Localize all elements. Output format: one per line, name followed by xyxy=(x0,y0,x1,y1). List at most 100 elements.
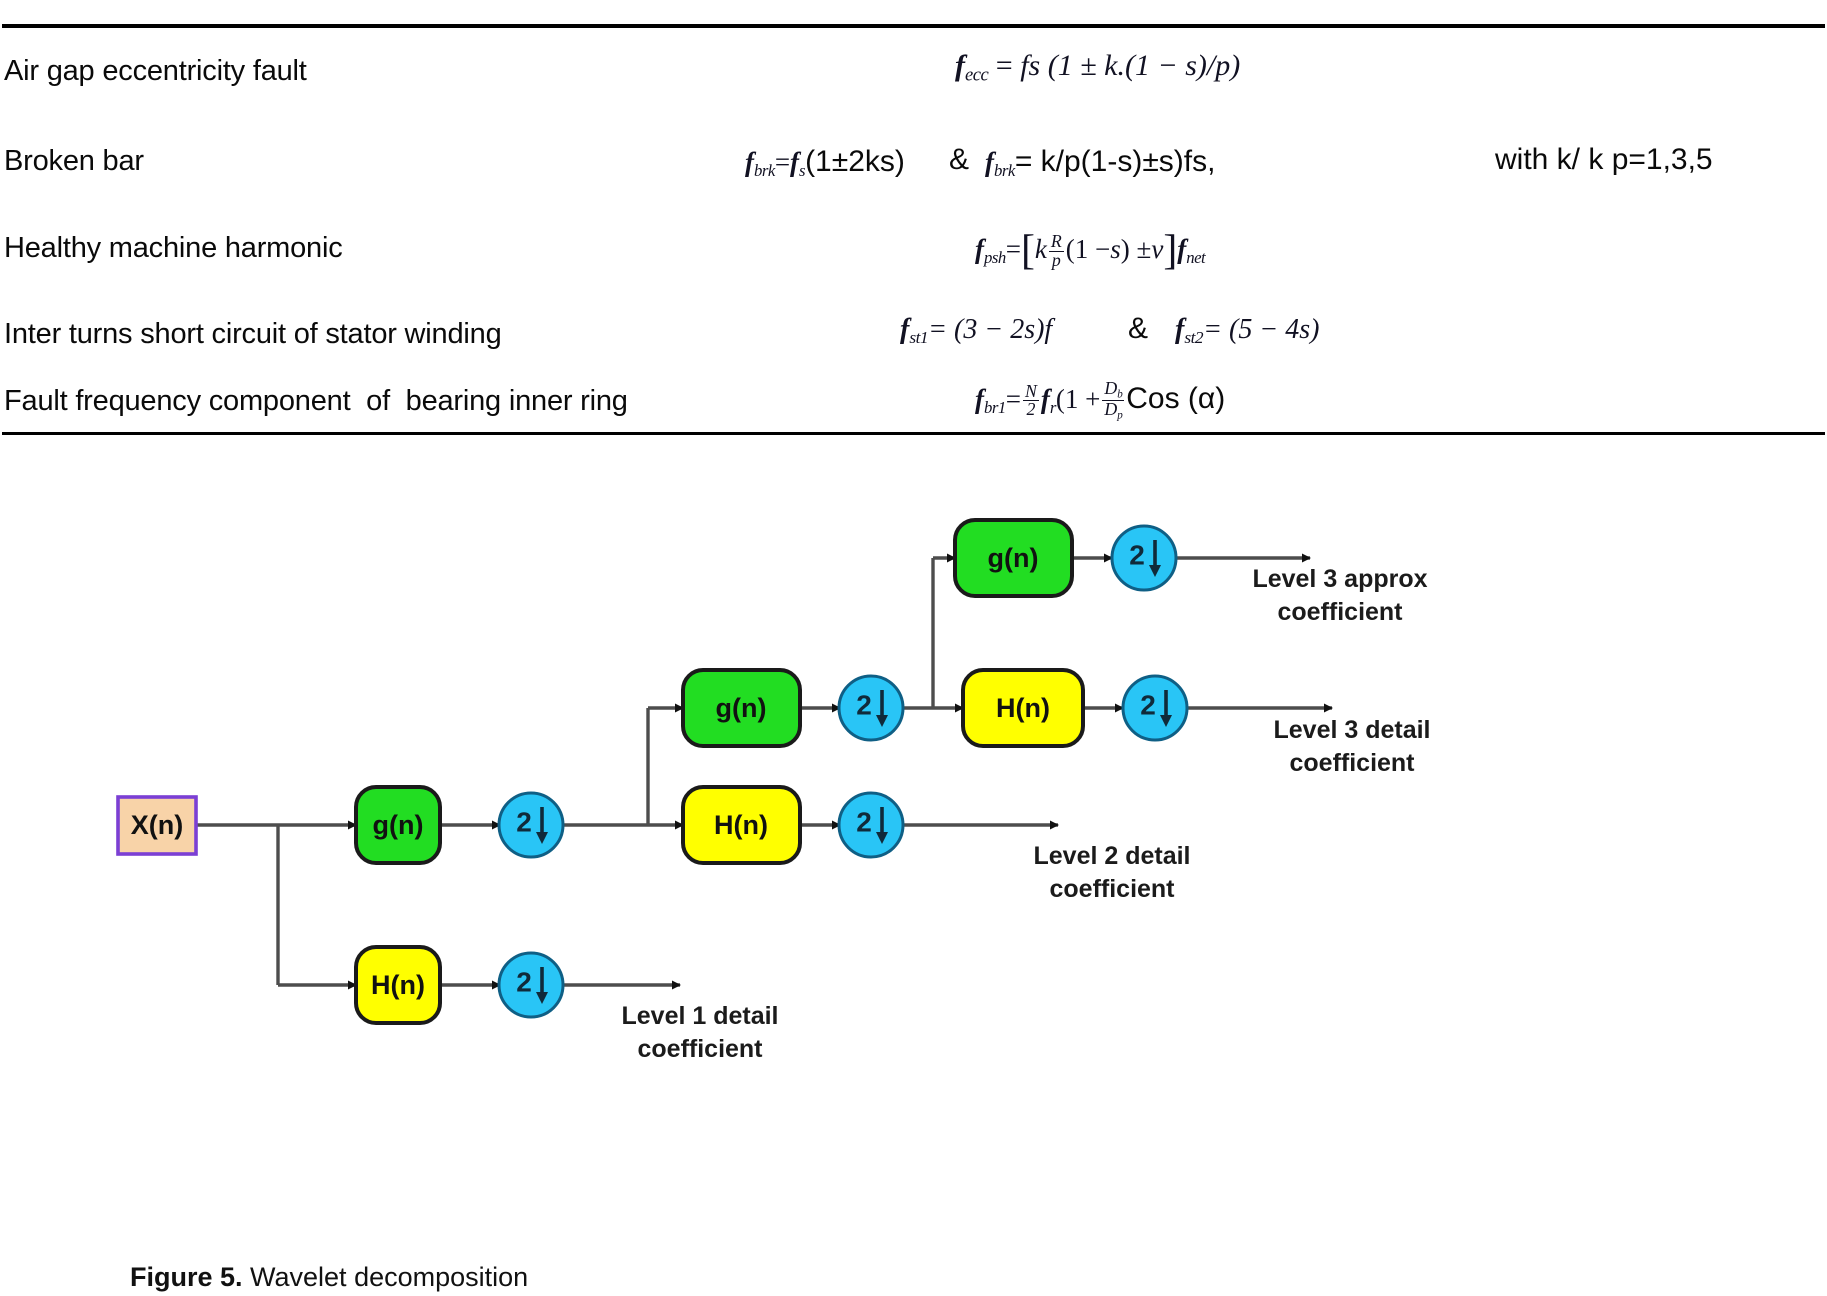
formula-plusminus: ) ± xyxy=(1120,234,1152,265)
downsampler-g2[interactable]: 2 xyxy=(837,674,905,742)
connections-level-2 xyxy=(800,553,1059,830)
formula-subscript: st1 xyxy=(909,328,929,348)
down-arrow-icon xyxy=(876,715,888,727)
row-label-air-gap-eccentricity: Air gap eccentricity fault xyxy=(4,55,307,87)
formula-subscript: br1 xyxy=(984,398,1006,418)
output-level-2-detail-line2: coefficient xyxy=(1049,875,1175,903)
fraction-numerator: N xyxy=(1022,380,1039,402)
downsampler-h2-label: 2 xyxy=(856,806,872,837)
formula-subscript: brk xyxy=(754,161,775,181)
formula-equals: = xyxy=(774,147,791,177)
downsampler-h3-label: 2 xyxy=(1140,689,1156,720)
formula-symbol-fr: f xyxy=(1040,384,1050,415)
row-formula-inter-turns-first: fst1= (3 − 2s)f xyxy=(900,314,1052,348)
node-h3-label: H(n) xyxy=(996,693,1050,723)
formula-mid: (1 − xyxy=(1065,234,1111,265)
formula-subscript: psh xyxy=(984,248,1006,268)
fraction-denominator: p xyxy=(1051,249,1061,270)
downsampler-g3[interactable]: 2 xyxy=(1110,524,1178,592)
formula-equals: = xyxy=(1005,384,1021,415)
formula-k: k xyxy=(1034,234,1047,265)
down-arrow-icon xyxy=(536,832,548,844)
output-level-3-detail-line1: Level 3 detail xyxy=(1273,716,1430,744)
downsampler-g3-label: 2 xyxy=(1129,539,1145,570)
row-formula-inter-turns-second: fst2= (5 − 4s) xyxy=(1175,314,1319,348)
figure-caption-prefix: Figure 5. xyxy=(130,1262,243,1292)
node-input-xn[interactable]: X(n) xyxy=(116,795,198,856)
down-arrow-icon xyxy=(1160,715,1172,727)
fraction-numerator-symbol: D xyxy=(1104,378,1118,398)
formula-subscript: s xyxy=(799,161,806,181)
fraction-denominator-subscript: p xyxy=(1117,409,1123,422)
formula-symbol-f: f xyxy=(955,49,965,82)
downsampler-h1[interactable]: 2 xyxy=(497,951,565,1019)
row-formula-broken-bar-first: fbrk=fs(1±2ks) xyxy=(745,145,905,181)
row-label-healthy-machine-harmonic: Healthy machine harmonic xyxy=(4,232,343,264)
figure-caption: Figure 5. Wavelet decomposition xyxy=(130,1262,528,1292)
formula-symbol-f: f xyxy=(1177,234,1187,265)
fraction-numerator-subscript: b xyxy=(1117,388,1123,401)
wavelet-tree-svg: X(n) g(n) H(n) 2 2 g(n) xyxy=(116,518,1431,1292)
formula-symbol-f: f xyxy=(745,147,754,177)
formula-subscript: st2 xyxy=(1184,328,1204,348)
formula-rhs: = (3 − 2s)f xyxy=(928,314,1053,345)
node-h1-label: H(n) xyxy=(371,970,425,1000)
downsampler-g1-label: 2 xyxy=(516,806,532,837)
bracket-open-icon: [ xyxy=(1020,228,1035,274)
node-g2-highpass[interactable]: g(n) xyxy=(681,668,802,748)
formula-subscript: r xyxy=(1049,398,1057,418)
node-h2-label: H(n) xyxy=(714,810,768,840)
formula-symbol-f: f xyxy=(985,147,994,177)
fraction-numerator: R xyxy=(1048,230,1064,252)
fraction-denominator-symbol: D xyxy=(1104,399,1118,420)
fault-frequency-formula-table: Air gap eccentricity fault fecc = fs (1 … xyxy=(0,0,1827,440)
output-label-level-2-detail: Level 2 detail coefficient xyxy=(1033,842,1190,903)
figure-caption-body: Wavelet decomposition xyxy=(243,1262,529,1292)
formula-tail: = k/p(1-s)±s)fs, xyxy=(1014,145,1216,178)
node-g3-highpass[interactable]: g(n) xyxy=(953,518,1074,598)
node-g1-highpass[interactable]: g(n) xyxy=(354,785,442,865)
formula-s: s xyxy=(1110,234,1121,265)
formula-equals: = xyxy=(1005,234,1021,265)
formula-symbol-f: f xyxy=(975,234,984,265)
fraction-numerator: Db xyxy=(1102,378,1125,402)
row-formula-inter-turns-ampersand: & xyxy=(1128,312,1149,345)
row-label-inter-turns-short-circuit: Inter turns short circuit of stator wind… xyxy=(4,318,502,350)
down-arrow-icon xyxy=(536,992,548,1004)
bracket-close-icon: ] xyxy=(1163,228,1178,274)
downsampler-h3[interactable]: 2 xyxy=(1121,674,1189,742)
downsampler-g1[interactable]: 2 xyxy=(497,791,565,859)
table-bottom-rule xyxy=(2,432,1825,435)
connections-level-1 xyxy=(196,703,684,990)
row-label-bearing-inner-ring: Fault frequency component of bearing inn… xyxy=(4,385,628,417)
formula-subscript: net xyxy=(1186,248,1206,268)
downsampler-h2[interactable]: 2 xyxy=(837,791,905,859)
row-formula-broken-bar-ampersand: & xyxy=(949,143,970,176)
formula-symbol-f: f xyxy=(1175,314,1185,345)
node-h2-lowpass[interactable]: H(n) xyxy=(681,785,802,865)
down-arrow-icon xyxy=(876,832,888,844)
connections-level-3 xyxy=(1072,553,1333,713)
formula-rhs: fs (1 ± k.(1 − s)/p) xyxy=(1020,49,1241,82)
node-g3-label: g(n) xyxy=(988,543,1039,573)
formula-subscript: brk xyxy=(994,161,1015,181)
node-h1-lowpass[interactable]: H(n) xyxy=(354,945,442,1025)
formula-equals: = xyxy=(995,49,1013,82)
node-h3-lowpass[interactable]: H(n) xyxy=(961,668,1085,748)
formula-subscript: ecc xyxy=(965,64,989,86)
formula-symbol-f: f xyxy=(975,384,984,415)
output-label-level-3-detail: Level 3 detail coefficient xyxy=(1273,716,1430,777)
downsampler-g2-label: 2 xyxy=(856,689,872,720)
table-top-rule xyxy=(2,24,1825,28)
formula-cosine-term: Cos (α) xyxy=(1126,382,1226,416)
fraction-denominator: Dp xyxy=(1102,399,1124,422)
node-input-xn-label: X(n) xyxy=(131,810,183,840)
formula-rhs: = (5 − 4s) xyxy=(1203,314,1320,345)
figure-caption-text: Figure 5. Wavelet decomposition xyxy=(130,1262,528,1292)
formula-tail: (1±2ks) xyxy=(805,145,905,178)
